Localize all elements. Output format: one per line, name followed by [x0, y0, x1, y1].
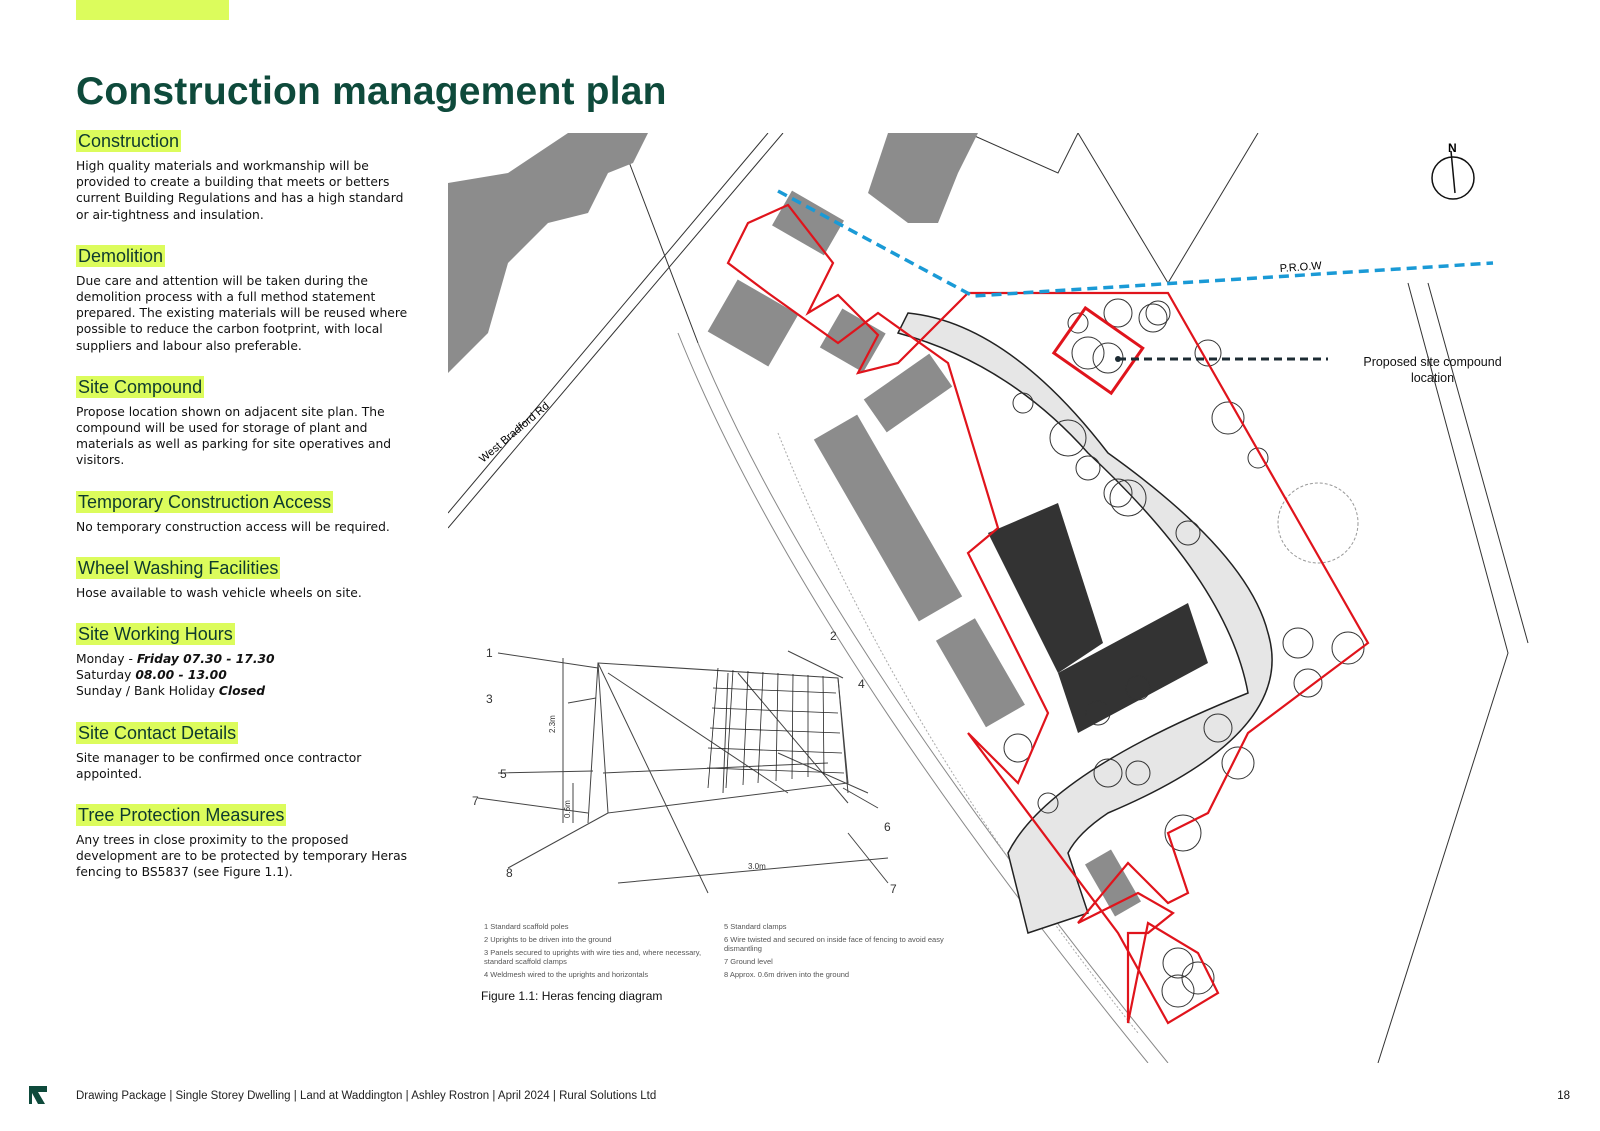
access-road: [896, 312, 1273, 934]
section-heading: Construction: [76, 130, 182, 152]
diagram-callouts: 1 2 3 4 5 6 7 7 8: [472, 629, 897, 896]
road-label: West Bradford Rd: [477, 400, 552, 465]
svg-text:0.6m: 0.6m: [563, 800, 572, 818]
section-heading: Tree Protection Measures: [76, 804, 287, 827]
compound-label: Proposed site compound location: [1363, 355, 1502, 385]
section-body: High quality materials and workmanship w…: [76, 159, 404, 222]
section-body: Site manager to be confirmed once contra…: [76, 750, 362, 781]
section-body: Any trees in close proximity to the prop…: [76, 833, 408, 880]
accent-bar: [76, 0, 229, 20]
page-number: 18: [1557, 1090, 1570, 1102]
diagram-dimensions: 2.3m 0.6m 3.0m: [548, 715, 766, 871]
north-arrow: N: [1431, 141, 1475, 200]
new-dwelling: [988, 503, 1208, 733]
north-label: N: [1448, 141, 1457, 155]
svg-text:6: 6: [884, 820, 891, 834]
section-body: Propose location shown on adjacent site …: [76, 404, 392, 468]
svg-text:3.0m: 3.0m: [748, 862, 766, 871]
footer-text: Drawing Package | Single Storey Dwelling…: [76, 1090, 657, 1102]
section-heading: Temporary Construction Access: [76, 490, 334, 513]
company-logo-icon: [29, 1086, 47, 1104]
section-body: Due care and attention will be taken dur…: [76, 273, 408, 353]
section-heading: Site Compound: [76, 375, 205, 398]
section-heading: Wheel Washing Facilities: [76, 556, 281, 579]
svg-text:8: 8: [506, 866, 513, 880]
existing-buildings: [448, 133, 1141, 917]
section-body: No temporary construction access will be…: [76, 519, 390, 534]
site-compound-boundary: [1051, 305, 1145, 396]
svg-text:7: 7: [472, 794, 479, 808]
svg-text:7: 7: [890, 882, 897, 896]
page-title: Construction management plan: [76, 70, 667, 113]
section-working-hours: Site Working Hours Monday - Friday 07.30…: [76, 623, 416, 700]
prow-label: P.R.O.W: [1279, 260, 1322, 275]
svg-text:2: 2: [830, 629, 837, 643]
section-body: Hose available to wash vehicle wheels on…: [76, 585, 362, 600]
svg-text:1: 1: [486, 646, 493, 660]
svg-text:5: 5: [500, 767, 507, 781]
section-heading: Demolition: [76, 244, 166, 267]
site-plan: N West Bradford Rd P.R.O.W 2.3m 0.6m 3.0…: [448, 133, 1529, 1063]
figure-caption: Figure 1.1: Heras fencing diagram: [481, 989, 663, 1003]
heras-fence-diagram: [477, 650, 889, 894]
svg-text:2.3m: 2.3m: [548, 715, 557, 733]
prow-path: [777, 189, 1494, 298]
section-heading: Site Working Hours: [76, 623, 235, 646]
svg-text:4: 4: [858, 677, 865, 691]
site-boundary: [726, 203, 1370, 1025]
section-heading: Site Contact Details: [76, 721, 239, 744]
svg-text:3: 3: [486, 692, 493, 706]
section-access: Temporary Construction Access No temporar…: [76, 490, 416, 535]
